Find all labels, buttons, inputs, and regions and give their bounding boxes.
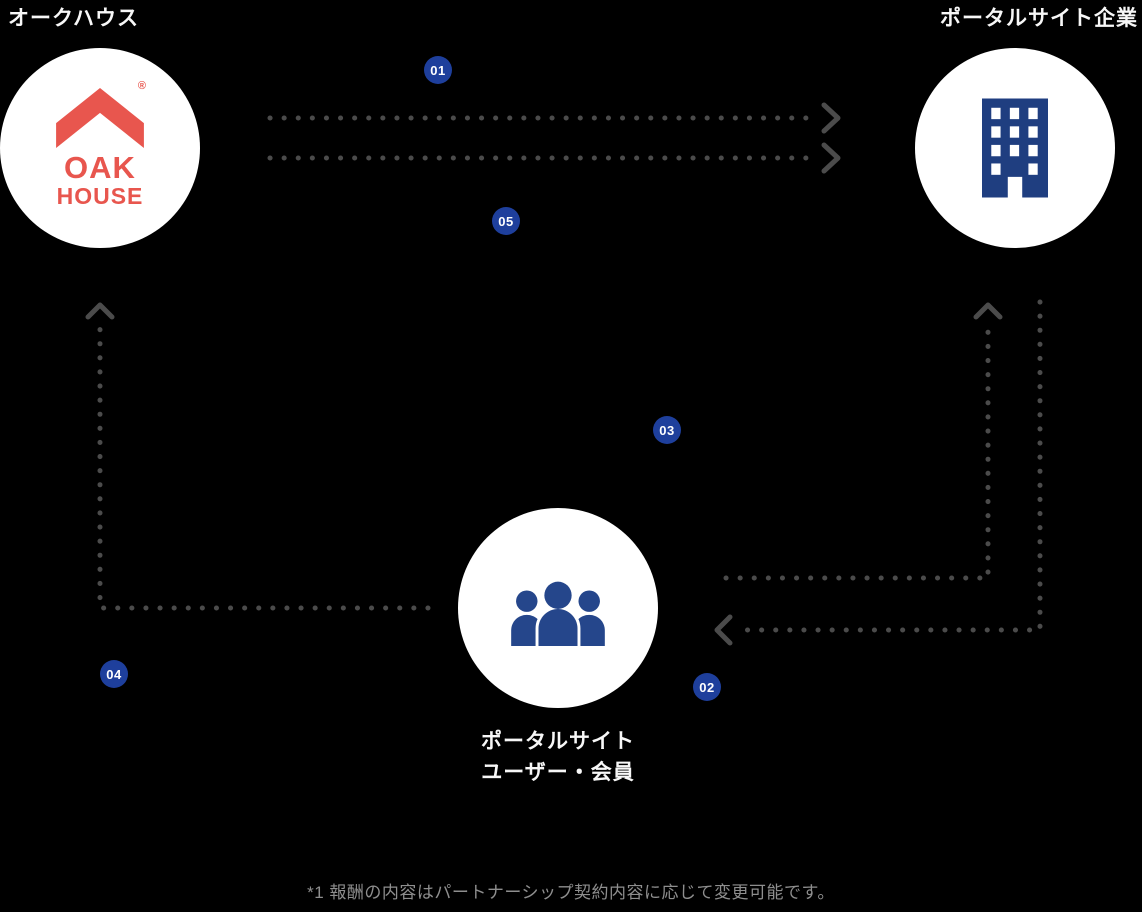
registered-trademark: ®: [137, 80, 146, 92]
arrow-03-line: [723, 317, 991, 581]
arrow-01-head: [821, 102, 841, 134]
portal-users-label-line2: ユーザー・会員: [481, 761, 635, 784]
building-icon: [982, 98, 1048, 198]
users-group-icon: [511, 578, 605, 648]
oakhouse-label: オークハウス: [8, 7, 139, 30]
arrow-04-line: [97, 317, 431, 611]
portal-users-label: ポータルサイト ユーザー・会員: [408, 726, 708, 788]
footnote-text: *1 報酬の内容はパートナーシップ契約内容に応じて変更可能です。: [307, 883, 835, 902]
oak-logo-text-top: OAK: [64, 150, 136, 185]
arrow-05-head: [821, 142, 841, 174]
portal-users-label-line1: ポータルサイト: [481, 730, 635, 753]
step-badge-05: 05: [492, 207, 520, 235]
oakhouse-node: ® OAK HOUSE: [0, 48, 200, 248]
portal-company-label: ポータルサイト企業: [940, 7, 1138, 30]
portal-company-node: [915, 48, 1115, 248]
arrow-03-head: [973, 302, 1003, 320]
oak-logo-text-bottom: HOUSE: [56, 183, 144, 209]
step-badge-02: 02: [693, 673, 721, 701]
oak-roof-icon: [56, 88, 144, 148]
portal-users-node: [458, 508, 658, 708]
oak-house-logo: ® OAK HOUSE: [56, 80, 146, 209]
step-badge-03: 03: [653, 416, 681, 444]
step-badge-01: 01: [424, 56, 452, 84]
step-badge-04: 04: [100, 660, 128, 688]
arrow-02-line: [731, 299, 1043, 633]
arrow-04-head: [85, 302, 115, 320]
arrow-02-head: [714, 614, 733, 646]
